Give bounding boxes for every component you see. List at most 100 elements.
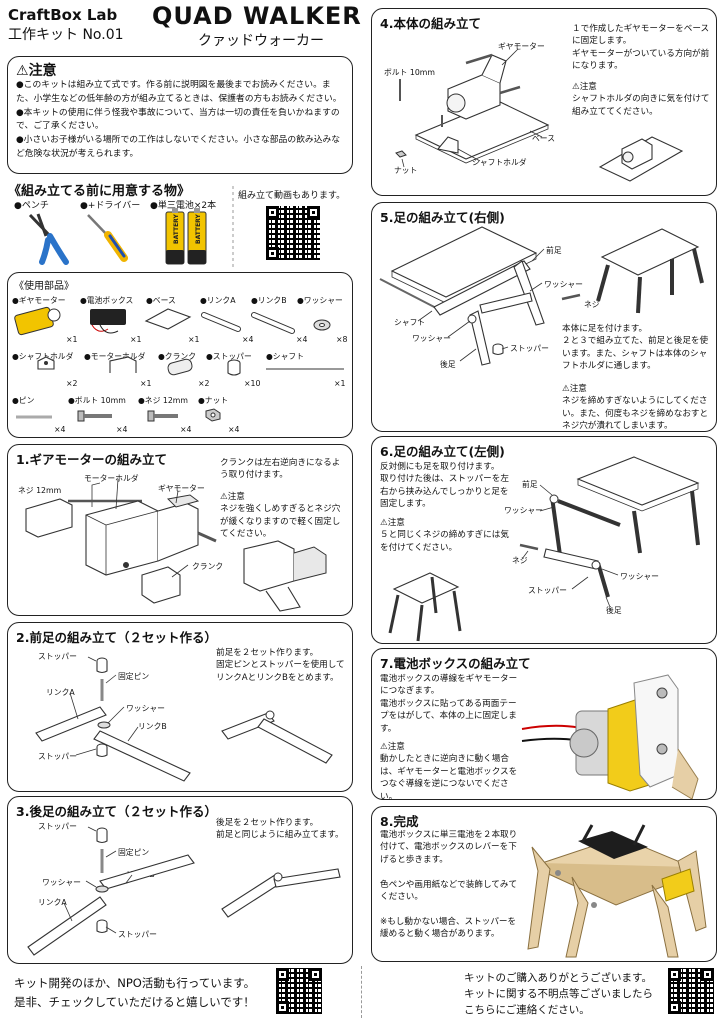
qty-nut: ×4	[228, 425, 240, 434]
caution-title: ⚠注意	[16, 63, 57, 79]
caution-box: ⚠注意 ●このキットは組み立て式です。作る前に説明図を最後までお読みください。ま…	[7, 56, 353, 174]
parts-illustrations	[14, 306, 344, 422]
page-title: QUAD WALKER	[152, 2, 362, 30]
prepare-title: 《組み立てる前に用意する物》	[8, 184, 191, 199]
qty-shaft: ×1	[334, 379, 346, 388]
step5-label-front-leg: 前足	[546, 246, 562, 255]
step2-title: 2.前足の組み立て（２セット作る）	[16, 630, 217, 645]
step1-caution: ⚠注意 ネジを強くしめすぎるとネジ穴が緩くなりますので軽く固定してください。	[220, 492, 341, 540]
part-washer: ●ワッシャー	[297, 296, 343, 305]
svg-text:BATTERY: BATTERY	[195, 214, 202, 244]
step1-label-motor-holder: モーターホルダ	[84, 474, 139, 483]
step3-label-pin: 固定ピン	[118, 848, 150, 857]
step2-diagram	[35, 656, 333, 782]
step3-label-link-a: リンクA	[38, 898, 67, 907]
step8-photo	[527, 824, 707, 958]
part-stopper: ●ストッパー	[206, 352, 252, 361]
caution-body: ●このキットは組み立て式です。作る前に説明図を最後までお読みください。また、小学…	[16, 80, 342, 159]
step7-photo	[521, 674, 699, 799]
footer-divider	[361, 966, 363, 1018]
step4-label-shaft-holder: シャフトホルダ	[472, 158, 527, 167]
step4-text: １で作成したギヤモーターをベースに固定します。 ギヤモーターがついている方向が前…	[572, 24, 710, 72]
part-crank: ●クランク	[158, 352, 196, 361]
step4-label-gear-motor: ギヤモーター	[498, 42, 545, 51]
npo-qr-code[interactable]	[276, 968, 322, 1014]
qty-gear-motor: ×1	[66, 335, 78, 344]
step3-text: 後足を２セット作ります。 前足と同じように組み立てます。	[216, 818, 344, 841]
step5-box: 5.足の組み立て(右側) 本体に足を付けます。 ２と３で組み立てた、前足と後足を…	[371, 202, 717, 432]
footer-left-text: キット開発のほか、NPO活動も行っています。 是非、チェックしていただけると嬉し…	[14, 976, 256, 1009]
part-pin: ●ピン	[12, 396, 35, 405]
step4-caution: ⚠注意 シャフトホルダの向きに気を付けて組み立ててください。	[572, 82, 710, 117]
qty-pin: ×4	[54, 425, 66, 434]
step3-label-stopper-bottom: ストッパー	[118, 930, 157, 939]
step6-label-front-leg: 前足	[522, 480, 538, 489]
link-a-icon	[201, 312, 241, 332]
part-link-b: ●リンクB	[251, 296, 287, 305]
part-screw: ●ネジ 12mm	[138, 396, 188, 405]
step5-text: 本体に足を付けます。 ２と３で組み立てた、前足と後足を使います。また、シャフトは…	[562, 324, 709, 372]
step7-text: 電池ボックスの導線をギヤモーターにつなぎます。 電池ボックスに貼ってある両面テー…	[380, 674, 518, 734]
step1-label-crank: クランク	[192, 562, 224, 571]
crank-icon	[167, 358, 193, 376]
step1-diagram	[25, 478, 327, 612]
battery-box-icon	[90, 309, 126, 334]
page-subtitle: クァッドウォーカー	[198, 33, 324, 49]
step7-caution: ⚠注意 動かしたときに逆向きに動く場合は、ギヤモーターと電池ボックスをつなぐ導線…	[380, 742, 518, 800]
step6-label-rear-leg: 後足	[606, 606, 622, 615]
part-base: ●ベース	[146, 296, 176, 305]
step2-label-link-a: リンクA	[46, 688, 75, 697]
step3-label-stopper-top: ストッパー	[38, 822, 77, 831]
step5-label-shaft: シャフト	[394, 318, 426, 327]
step4-box: 4.本体の組み立て １で作成したギヤモーターをベースに固定します。 ギヤモーター…	[371, 8, 717, 196]
part-shaft: ●シャフト	[266, 352, 304, 361]
prepare-item-driver: ●+ドライバー	[80, 201, 141, 211]
step8-title: 8.完成	[380, 814, 419, 829]
parts-title: 《使用部品》	[14, 281, 74, 292]
link-b-icon	[251, 312, 295, 334]
step7-title: 7.電池ボックスの組み立て	[380, 656, 531, 671]
footer-right-text: キットのご購入ありがとうございます。 キットに関する不明点等ございましたら こち…	[464, 972, 653, 1016]
svg-text:BATTERY: BATTERY	[173, 214, 180, 244]
step6-text: 反対側にも足を取り付けます。 取り付けた後は、ストッパーを左右から挟み込んでしっ…	[380, 462, 509, 510]
step1-label-gear-motor: ギヤモーター	[158, 484, 205, 493]
step5-label-washer2: ワッシャー	[412, 334, 451, 343]
step6-caution: ⚠注意 ５と同じくネジの締めすぎには気を付けてください。	[380, 518, 509, 553]
step2-label-washer: ワッシャー	[126, 704, 165, 713]
qty-battery-box: ×1	[130, 335, 142, 344]
qty-motor-holder: ×1	[140, 379, 152, 388]
step5-label-screw: ネジ	[584, 300, 600, 309]
bolt-icon	[77, 410, 112, 422]
screw-icon	[147, 410, 178, 422]
qty-crank: ×2	[198, 379, 210, 388]
step1-text: クランクは左右逆向きになるよう取り付けます。	[220, 458, 341, 481]
step1-label-screw: ネジ 12mm	[18, 486, 62, 495]
step6-label-washer1: ワッシャー	[504, 506, 543, 515]
step1-title: 1.ギアモーターの組み立て	[16, 452, 167, 467]
step6-title: 6.足の組み立て(左側)	[380, 444, 505, 459]
step6-label-stopper: ストッパー	[528, 586, 567, 595]
qty-link-b: ×4	[296, 335, 308, 344]
base-plate-icon	[144, 308, 192, 330]
qty-stopper: ×10	[244, 379, 261, 388]
video-qr-code[interactable]	[266, 206, 320, 260]
step2-label-pin: 固定ピン	[118, 672, 150, 681]
contact-qr-code[interactable]	[668, 968, 714, 1014]
washer-icon	[313, 319, 331, 331]
step3-title: 3.後足の組み立て（２セット作る）	[16, 804, 217, 819]
warning-icon: ⚠	[16, 63, 29, 79]
prepare-item-battery: ●単三電池×2本	[150, 201, 217, 211]
part-battery-box: ●電池ボックス	[80, 296, 134, 305]
step4-label-base: ベース	[532, 134, 556, 143]
step5-label-rear-leg: 後足	[440, 360, 456, 369]
step6-label-washer2: ワッシャー	[620, 572, 659, 581]
qty-bolt: ×4	[116, 425, 128, 434]
step5-diagram	[379, 226, 704, 366]
step4-label-bolt: ボルト 10mm	[384, 68, 435, 77]
step5-label-stopper: ストッパー	[510, 344, 549, 353]
step8-box: 8.完成 電池ボックスに単三電池を２本取り付けて、電池ボックスのレバーを下げると…	[371, 806, 717, 962]
gear-motor-icon	[14, 306, 61, 336]
qty-washer: ×8	[336, 335, 348, 344]
stopper-icon	[227, 359, 241, 376]
